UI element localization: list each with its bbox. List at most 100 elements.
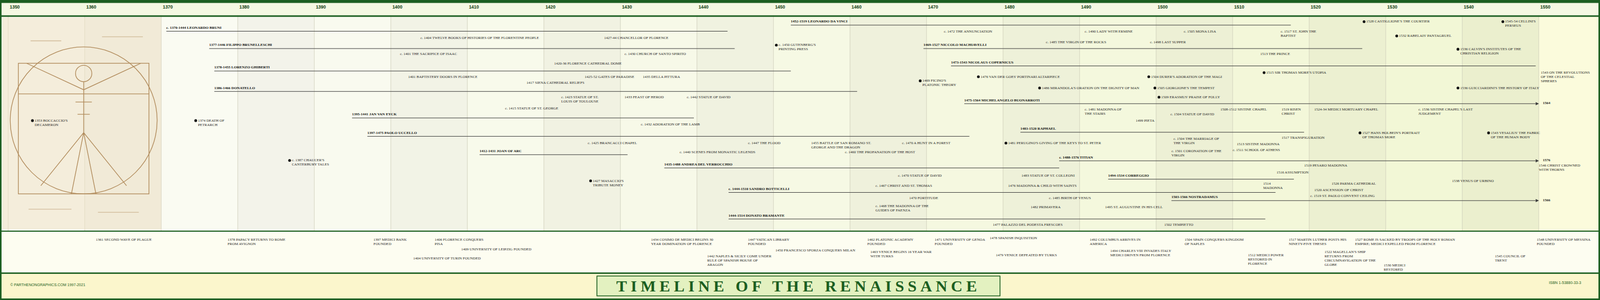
event-dot [1038, 86, 1042, 90]
decade-band [1079, 17, 1156, 231]
year-label: 1450 [774, 4, 786, 11]
lifespan-line [950, 65, 1536, 67]
work-label: 1519 RISEN CHRIST [1281, 107, 1311, 116]
work-label: 1482 PRIMAVERA [1030, 204, 1061, 210]
lifespan-line [367, 136, 970, 137]
year-label: 1420 [545, 4, 556, 11]
year-label: 1370 [162, 4, 173, 11]
lifespan-label: 1475-1564 MICHELANGELO BUONARROTI [964, 98, 1040, 103]
work-label: c. 1425 BRANCACCI CHAPEL [587, 140, 637, 146]
lifespan-label: 1444-1514 DONATO BRAMANTE [728, 213, 785, 218]
lifespan-line [923, 48, 1363, 49]
history-event: 1397 MEDICI BANK FOUNDED [373, 237, 420, 246]
history-event: 1471 UNIVERSITY OF GENOA FOUNDED [934, 237, 991, 246]
event-label: 1353 BOCCACCIO'S DECAMERON [34, 118, 76, 127]
event-label: 1545-54 CELLINI'S PERSEUS [1505, 19, 1551, 28]
decade-band [467, 17, 544, 231]
lifespan-label: 1473-1543 NICOLAUS COPERNICUS [950, 60, 1014, 65]
footer-note: ISBN 1-53880-33-3 [1548, 280, 1581, 285]
year-label: 1430 [621, 4, 632, 11]
event-dot [1147, 75, 1150, 78]
work-label: 1427-44 CHANCELLOR OF FLORENCE [604, 35, 669, 40]
event-label: 1536 CALVIN'S INSTITUTES OF THE CHRISTIA… [1460, 46, 1537, 56]
decade-line [1308, 3, 1310, 231]
decade-band [544, 17, 621, 231]
decade-band [314, 17, 391, 231]
work-label: 1476 MADONNA & CHILD WITH SAINTS [1008, 183, 1077, 188]
lifespan-label: c. 1488-1576 TITIAN [1059, 155, 1093, 160]
work-label: 1543 ON THE REVOLUTIONS OF THE CELESTIAL… [1540, 70, 1590, 84]
history-event: 1447 VATICAN LIBRARY FOUNDED [747, 237, 804, 246]
history-event: 1522 MAGELLAN'S SHIP RETURNS FROM CIRCUM… [1324, 249, 1381, 267]
decade-band [390, 17, 468, 231]
work-label: 1425-52 GATES OF PARADISE [584, 74, 635, 79]
lifespan-label: 1483-1520 RAPHAEL [1020, 126, 1056, 131]
event-label: 1505 GIORGIONE'S THE TEMPEST [1157, 85, 1215, 91]
event-label: 1486 MIRANDOLA'S ORATION ON THE DIGNITY … [1041, 85, 1140, 91]
event-dot [1157, 95, 1160, 99]
work-label: c. 1432 ADORATION OF THE LAMB [641, 122, 701, 127]
work-label: 1513 THE PRINCE [1260, 51, 1291, 56]
vitruvian-man [2, 17, 162, 230]
footer-note: © PARTHENONGRAPHICS.COM 1997-2021 [10, 282, 86, 287]
work-label: c. 1468 THE MADONNA OF THE GUIDES OF FAE… [875, 203, 932, 213]
top-bar [0, 0, 1600, 4]
decade-line [696, 3, 698, 231]
decade-band [237, 17, 315, 231]
work-label: c. 1504 THE MARRIAGE OF THE VIRGIN [1173, 136, 1225, 146]
work-label: c. 1501 CORONATION OF THE VIRGIN [1171, 148, 1223, 158]
work-label: 1455 BATTLE OF SAN ROMANO ST. GEORGE AND… [811, 140, 873, 150]
work-label: 1513 SISTINE MADONNA [1236, 141, 1280, 147]
work-label: 1477 PALAZZO DEL PODESTA FRESCOES [993, 222, 1063, 227]
work-label: c. 1470 A HUNT IN A FOREST [901, 140, 951, 146]
arrow-head [1535, 158, 1539, 163]
lifespan-line [1171, 200, 1536, 201]
end-year: 1566 [1542, 197, 1551, 203]
work-label: c. 1511 SCHOOL OF ATHENS [1232, 147, 1280, 152]
lifespan-line [964, 103, 1536, 104]
year-band [0, 3, 1600, 16]
decade-band [1156, 17, 1233, 231]
decade-band [697, 17, 774, 231]
work-label: 1546 CHRIST CROWNED WITH THORNS [1538, 163, 1590, 172]
rule [0, 15, 1600, 18]
rule [0, 230, 1600, 232]
work-label: c. 1485 BIRTH OF VENUS [1049, 195, 1092, 200]
event-label: 1374 DEATH OF PETRARCH [197, 118, 234, 127]
work-label: c. 1467 CHRIST AND ST. THOMAS [875, 183, 933, 188]
events-band [0, 231, 1600, 272]
work-label: 1514 MADONNA [1263, 181, 1286, 190]
event-label: 1543 VESALIUS' THE FABRIC OF THE HUMAN B… [1490, 130, 1542, 140]
lifespan-label: 1435-1488 ANDREA DEL VERROCCHIO [664, 162, 733, 167]
work-label: 1417 SIENA CATHEDRAL RELIEFS [526, 80, 584, 85]
lifespan-label: 1469-1527 NICCOLO MACHIAVELLI [923, 42, 987, 47]
event-dot [1004, 141, 1007, 144]
lifespan-line [214, 91, 858, 92]
history-event: 1545 COUNCIL OF TRENT [1494, 253, 1536, 263]
event-label: c. 1387 CHAUCER'S CANTERBURY TALES [291, 157, 338, 167]
lifespan-line [728, 192, 1276, 193]
history-event: 1530 MEDICI RESTORED [1383, 262, 1425, 272]
title: TIMELINE OF THE RENAISSANCE [616, 277, 981, 294]
work-label: 1483 STATUE OF ST. COLLEONI [1021, 173, 1075, 178]
year-label: 1390 [315, 4, 326, 11]
history-event: 1517 MARTIN LUTHER POSTS HIS NINETY-FIVE… [1288, 237, 1350, 246]
event-dot [194, 118, 197, 122]
work-label: 1401 BAPTISTERY DOORS IN FLORENCE [408, 74, 478, 79]
work-label: 1433 FEAST OF HEROD [624, 94, 664, 100]
work-label: c. 1504 STATUE OF DAVID [1170, 112, 1215, 117]
lifespan-label: 1386-1466 DONATELLO [214, 85, 255, 91]
work-label: 1526 PARMA CATHEDRAL [1331, 181, 1376, 186]
history-event: 1409 UNIVERSITY OF LEIPZIG FOUNDED [461, 246, 533, 252]
work-label: c. 1472 THE ANNUNCIATION [944, 29, 992, 34]
work-label: c. 1519 ST. PAOLO CONVENT CEILING [1310, 193, 1375, 198]
work-label: 1516 ASSUMPTION [1276, 170, 1309, 175]
history-event: 1479 VENICE DEFEATED BY TURKS [995, 252, 1058, 258]
work-label: c. 1460 THE PROFANATION OF THE HOST [844, 149, 916, 155]
work-label: c. 1447 THE FLOOD [747, 140, 781, 146]
event-label: 1527 HANS HOLBEIN'S PORTRAIT OF THOMAS M… [1362, 130, 1424, 140]
history-event: 1361 SECOND WAVE OF PLAGUE [96, 237, 158, 242]
work-label: 1520 ASCENSION OF CHRIST [1314, 187, 1364, 192]
event-label: 1509 ERASMUS' PRAISE OF FOLLY [1161, 94, 1220, 100]
event-dot [1456, 48, 1460, 51]
